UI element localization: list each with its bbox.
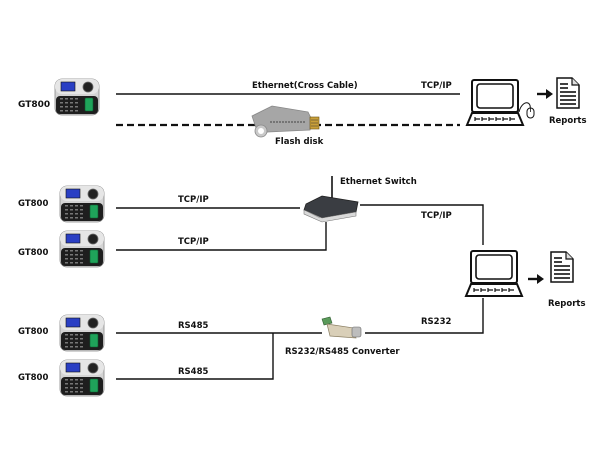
mouse-icon (518, 102, 535, 119)
rs485-label-device-5: RS485 (178, 367, 209, 377)
device-label-1: GT800 (18, 100, 51, 110)
tcpip-label-top: TCP/IP (421, 81, 452, 91)
device-label-2: GT800 (18, 199, 49, 209)
rs232-line (365, 298, 484, 334)
device-label-3: GT800 (18, 248, 49, 258)
tcpip-line-2 (116, 222, 327, 251)
rs485-label-device-4: RS485 (178, 321, 209, 331)
tcpip-label-device-2: TCP/IP (178, 195, 209, 205)
reports-label-1: Reports (549, 116, 587, 126)
gt800-device-4 (59, 314, 105, 352)
gt800-device-3 (59, 230, 105, 268)
flash-disk-icon (251, 105, 320, 138)
gt800-device-2 (59, 185, 105, 223)
converter-label: RS232/RS485 Converter (285, 347, 400, 357)
device-label-5: GT800 (18, 373, 49, 383)
gt800-device-1 (54, 78, 100, 116)
ethernet-switch-label: Ethernet Switch (340, 177, 417, 187)
flash-disk-label: Flash disk (275, 137, 324, 147)
rs232-label: RS232 (421, 317, 452, 327)
report-document-icon-1 (556, 77, 580, 109)
arrow-icon-1 (535, 87, 555, 101)
rs485-line-2 (116, 333, 274, 380)
arrow-icon-2 (526, 272, 546, 286)
computer-icon-1 (466, 79, 524, 126)
switch-uplink-line (360, 204, 484, 245)
computer-icon-2 (465, 250, 523, 297)
ethernet-cross-cable-label: Ethernet(Cross Cable) (252, 81, 358, 91)
gt800-device-5 (59, 359, 105, 397)
rs232-rs485-converter-icon (321, 316, 362, 339)
reports-label-2: Reports (548, 299, 586, 309)
ethernet-switch-icon (303, 176, 359, 223)
tcpip-label-uplink: TCP/IP (421, 211, 452, 221)
report-document-icon-2 (550, 251, 574, 283)
device-label-4: GT800 (18, 327, 49, 337)
tcpip-label-device-3: TCP/IP (178, 237, 209, 247)
